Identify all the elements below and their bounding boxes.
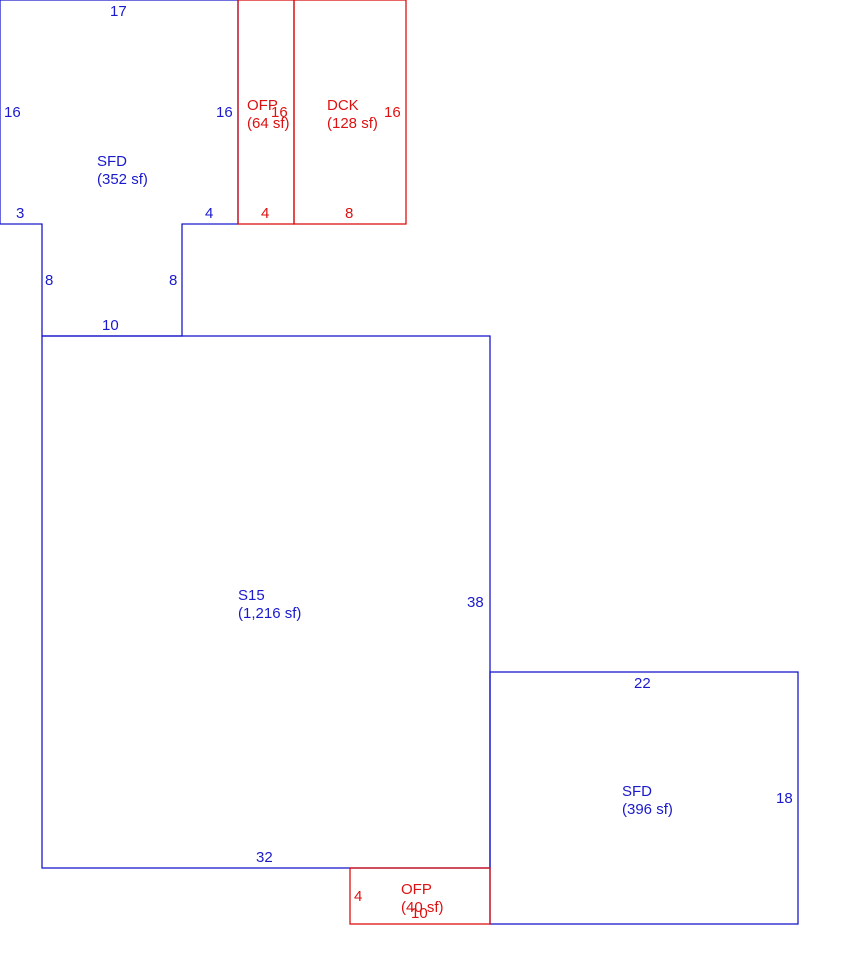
sfd-right-outline bbox=[489, 671, 799, 925]
sfd-top-code: SFD bbox=[97, 153, 127, 170]
s15-dim-right: 38 bbox=[467, 594, 484, 611]
ofp-top-area: (64 sf) bbox=[247, 115, 290, 132]
deck-area: (128 sf) bbox=[327, 115, 378, 132]
ofp-bottom-area: (40 sf) bbox=[401, 899, 444, 916]
deck-dim-bottom: 8 bbox=[345, 205, 353, 222]
ofp-top-dim-side: 16 bbox=[271, 104, 288, 121]
sfd-top-dim-neck-left: 8 bbox=[45, 272, 53, 289]
sfd-top-dim-neck-right: 8 bbox=[169, 272, 177, 289]
sfd-top-dim-step-left: 3 bbox=[16, 205, 24, 222]
ofp-bottom-dim-side: 4 bbox=[354, 888, 362, 905]
s15-area: (1,216 sf) bbox=[238, 605, 301, 622]
sfd-right-code: SFD bbox=[622, 783, 652, 800]
sfd-right-dim-top: 22 bbox=[634, 675, 651, 692]
sfd-top-dim-right: 16 bbox=[216, 104, 233, 121]
s15-dim-bottom: 32 bbox=[256, 849, 273, 866]
sfd-top-dim-left: 16 bbox=[4, 104, 21, 121]
sfd-top-dim-step-right: 4 bbox=[205, 205, 213, 222]
s15-outline bbox=[41, 335, 491, 869]
s15-code: S15 bbox=[238, 587, 265, 604]
sfd-top-area: (352 sf) bbox=[97, 171, 148, 188]
ofp-top-code: OFP bbox=[247, 97, 278, 114]
sfd-right-area: (396 sf) bbox=[622, 801, 673, 818]
ofp-top-dim-bottom: 4 bbox=[261, 205, 269, 222]
deck-dim-side: 16 bbox=[384, 104, 401, 121]
deck-code: DCK bbox=[327, 97, 359, 114]
sfd-top-dim-top: 17 bbox=[110, 3, 127, 20]
ofp-bottom-code: OFP bbox=[401, 881, 432, 898]
sfd-top-dim-neck-bottom: 10 bbox=[102, 317, 119, 334]
sfd-right-dim-right: 18 bbox=[776, 790, 793, 807]
ofp-bottom-outline bbox=[349, 867, 491, 925]
deck-outline bbox=[293, 0, 407, 225]
ofp-bottom-dim-bottom: 10 bbox=[411, 905, 428, 922]
